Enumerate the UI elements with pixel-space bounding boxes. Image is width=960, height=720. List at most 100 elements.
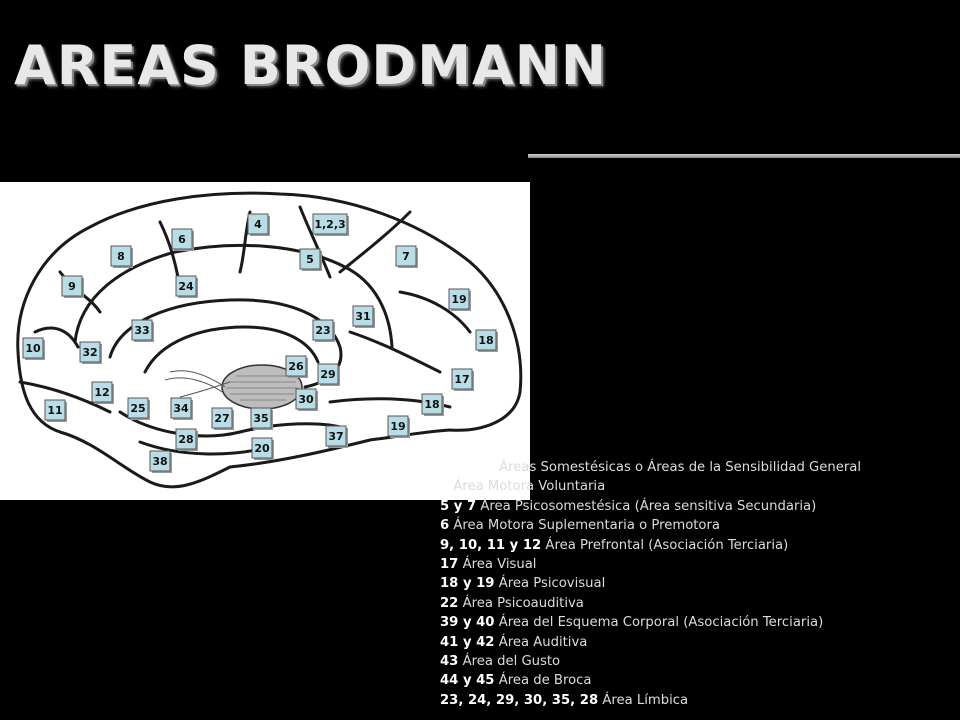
- brodmann-area-number: 19: [451, 293, 466, 306]
- brodmann-area-label: 11: [44, 399, 67, 422]
- brodmann-area-label: 20: [251, 437, 274, 460]
- brodmann-area-number: 17: [454, 373, 469, 386]
- brodmann-area-label: 24: [175, 275, 198, 298]
- legend-row: 4 Área Motora Voluntaria: [440, 477, 955, 496]
- legend-area-description: Área Auditiva: [498, 634, 588, 650]
- legend-area-numbers: 4: [440, 479, 450, 495]
- brain-diagram: 4 1,2,3 6 8 7 5 9 24 19 31 33 23 18 10 32 26 29 17 12 30 18 2…: [0, 182, 530, 500]
- page-title: AREAS BRODMANN: [14, 34, 608, 97]
- legend-area-description: Área Prefrontal (Asociación Terciaria): [545, 537, 789, 553]
- legend-area-numbers: 9, 10, 11 y 12: [440, 537, 542, 553]
- brodmann-area-number: 12: [94, 386, 109, 399]
- brodmann-area-number: 26: [288, 360, 304, 373]
- brodmann-area-label: 12: [91, 381, 114, 404]
- brodmann-area-number: 34: [173, 402, 189, 415]
- legend-area-numbers: 23, 24, 29, 30, 35, 28: [440, 692, 599, 708]
- legend-row: 23, 24, 29, 30, 35, 28 Área Límbica: [440, 691, 955, 710]
- legend-area-numbers: 43: [440, 654, 459, 670]
- brodmann-area-label: 18: [421, 393, 444, 416]
- legend-area-description: Área del Gusto: [462, 654, 561, 670]
- legend-area-description: Área Motora Suplementaria o Premotora: [453, 518, 720, 534]
- legend-area-numbers: 44 y 45: [440, 673, 495, 689]
- legend-row: 39 y 40 Área del Esquema Corporal (Asoci…: [440, 613, 955, 632]
- legend-area-description: Área Psicovisual: [498, 576, 606, 592]
- brodmann-area-label: 31: [352, 305, 375, 328]
- legend-area-description: Área Psicoauditiva: [462, 595, 584, 611]
- brodmann-area-number: 35: [253, 412, 268, 425]
- brodmann-area-number: 9: [68, 280, 76, 293]
- brodmann-area-label: 4: [247, 213, 270, 236]
- brodmann-area-label: 9: [61, 275, 84, 298]
- title-bar: AREAS BRODMANN: [0, 0, 960, 150]
- legend-area-numbers: 5 y 7: [440, 498, 477, 514]
- title-divider: [528, 154, 960, 158]
- brodmann-area-label: 25: [127, 397, 150, 420]
- legend-area-description: Área Psicosomestésica (Área sensitiva Se…: [480, 498, 817, 514]
- legend-row: 6 Área Motora Suplementaria o Premotora: [440, 516, 955, 535]
- legend-area-description: Área Límbica: [602, 692, 689, 708]
- legend-area-numbers: 41 y 42: [440, 634, 495, 650]
- brodmann-area-label: 19: [448, 288, 471, 311]
- legend-area-numbers: 17: [440, 557, 459, 573]
- brodmann-area-number: 31: [355, 310, 370, 323]
- brodmann-area-number: 8: [117, 250, 125, 263]
- brodmann-area-label: 26: [285, 355, 308, 378]
- brodmann-area-number: 18: [478, 334, 493, 347]
- brodmann-area-number: 25: [130, 402, 145, 415]
- brodmann-area-label: 6: [171, 228, 194, 251]
- legend-area-description: Área Visual: [462, 557, 537, 573]
- brodmann-area-label: 33: [131, 319, 154, 342]
- brodmann-area-label: 8: [110, 245, 133, 268]
- brodmann-area-label: 19: [387, 415, 410, 438]
- brodmann-area-number: 18: [424, 398, 439, 411]
- brodmann-area-label: 28: [175, 428, 198, 451]
- legend-row: 44 y 45 Área de Broca: [440, 671, 955, 690]
- legend-row: 41 y 42 Área Auditiva: [440, 633, 955, 652]
- legend-row: 43 Área del Gusto: [440, 652, 955, 671]
- brodmann-area-label: 18: [475, 329, 498, 352]
- legend-area-numbers: 1, 2 y 3: [440, 460, 495, 475]
- legend-area-description: Área Motora Voluntaria: [453, 479, 606, 495]
- brain-medial-view-illustration: 4 1,2,3 6 8 7 5 9 24 19 31 33 23 18 10 32 26 29 17 12 30 18 2…: [16, 191, 523, 489]
- legend-area-description: Áreas Somestésicas o Áreas de la Sensibi…: [499, 460, 862, 475]
- brodmann-area-label: 27: [211, 407, 234, 430]
- brodmann-area-number: 33: [134, 324, 149, 337]
- brodmann-area-label: 37: [325, 425, 348, 448]
- brodmann-area-number: 4: [254, 218, 262, 231]
- legend-area-numbers: 22: [440, 595, 459, 611]
- legend-row: 18 y 19 Área Psicovisual: [440, 574, 955, 593]
- brodmann-area-label: 35: [250, 407, 273, 430]
- brodmann-area-number: 37: [328, 430, 343, 443]
- brodmann-area-label: 32: [79, 341, 102, 364]
- brodmann-area-number: 32: [82, 346, 97, 359]
- brodmann-area-number: 6: [178, 233, 186, 246]
- legend-row: 5 y 7 Área Psicosomestésica (Área sensit…: [440, 497, 955, 516]
- brodmann-area-label: 7: [395, 245, 418, 268]
- brodmann-area-label: 30: [295, 388, 318, 411]
- brodmann-area-label: 38: [149, 450, 172, 473]
- brodmann-area-number: 38: [152, 455, 167, 468]
- brodmann-area-number: 28: [178, 433, 193, 446]
- legend-row: 1, 2 y 3 Áreas Somestésicas o Áreas de l…: [440, 458, 955, 477]
- brodmann-area-number: 1,2,3: [314, 218, 345, 231]
- brodmann-area-number: 7: [402, 250, 410, 263]
- brodmann-area-number: 5: [306, 253, 314, 266]
- brodmann-area-label: 10: [22, 337, 45, 360]
- brodmann-area-label: 34: [170, 397, 193, 420]
- brodmann-area-label: 1,2,3: [312, 213, 349, 236]
- brodmann-area-number: 29: [320, 368, 335, 381]
- legend-row: 9, 10, 11 y 12 Área Prefrontal (Asociaci…: [440, 536, 955, 555]
- legend-area-numbers: 6: [440, 518, 450, 534]
- legend-area-numbers: 39 y 40: [440, 615, 495, 631]
- brodmann-area-number: 20: [254, 442, 270, 455]
- brodmann-area-label: 23: [312, 319, 335, 342]
- brodmann-area-number: 27: [214, 412, 229, 425]
- brodmann-area-number: 11: [47, 404, 62, 417]
- legend-row: 22 Área Psicoauditiva: [440, 594, 955, 613]
- brodmann-area-number: 23: [315, 324, 330, 337]
- legend-area-numbers: 18 y 19: [440, 576, 495, 592]
- brodmann-area-number: 10: [25, 342, 41, 355]
- brodmann-area-label: 5: [299, 248, 322, 271]
- brodmann-area-number: 19: [390, 420, 405, 433]
- brodmann-legend: 1, 2 y 3 Áreas Somestésicas o Áreas de l…: [440, 458, 955, 710]
